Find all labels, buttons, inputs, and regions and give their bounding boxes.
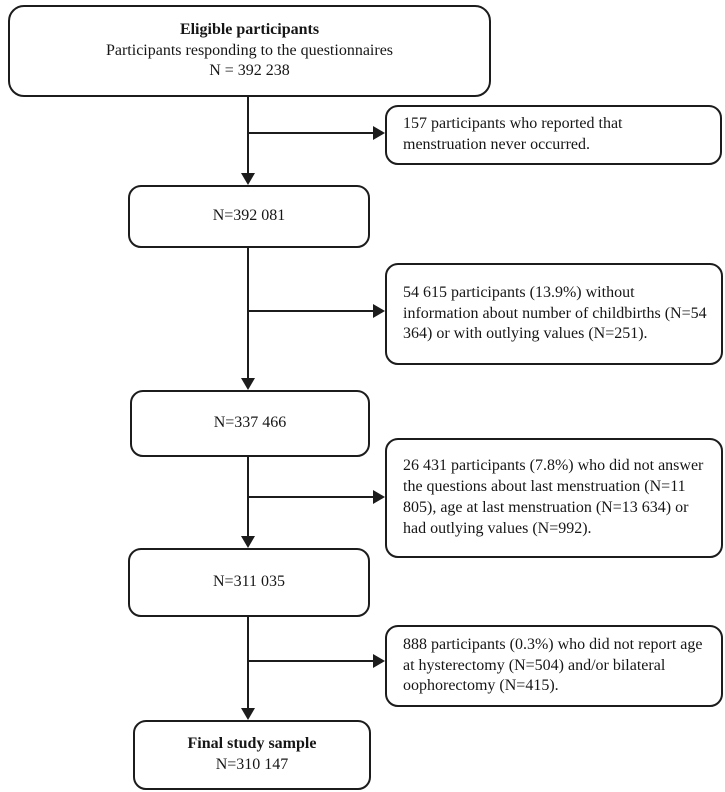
exclusion-box-2: 54 615 participants (13.9%) without info… bbox=[385, 263, 723, 365]
branch-line-exclusion-3 bbox=[248, 496, 375, 498]
eligible-participants-box: Eligible participants Participants respo… bbox=[8, 5, 491, 97]
exclusion-box-3: 26 431 participants (7.8%) who did not a… bbox=[385, 438, 723, 558]
exclusion-text-3: 26 431 participants (7.8%) who did not a… bbox=[403, 457, 704, 537]
connector-line-step3-to-final bbox=[247, 617, 249, 711]
arrow-right-icon bbox=[373, 490, 385, 504]
exclusion-box-4: 888 participants (0.3%) who did not repo… bbox=[385, 625, 723, 707]
step3-count: N=311 035 bbox=[213, 573, 285, 591]
connector-line-step1-to-step2 bbox=[247, 248, 249, 381]
exclusion-box-1: 157 participants who reported that menst… bbox=[385, 105, 722, 165]
step2-count-box: N=337 466 bbox=[130, 390, 370, 457]
eligible-participants-title: Eligible participants bbox=[179, 20, 320, 38]
final-study-sample-title: Final study sample bbox=[187, 735, 317, 753]
step1-count: N=392 081 bbox=[212, 207, 286, 225]
connector-line-step2-to-step3 bbox=[247, 457, 249, 539]
exclusion-text-4: 888 participants (0.3%) who did not repo… bbox=[403, 635, 703, 695]
arrow-right-icon bbox=[373, 126, 385, 140]
arrow-down-icon bbox=[241, 378, 255, 390]
arrow-down-icon bbox=[241, 173, 255, 185]
branch-line-exclusion-2 bbox=[248, 310, 375, 312]
final-study-sample-count: N=310 147 bbox=[215, 756, 289, 773]
eligible-participants-count: N = 392 238 bbox=[209, 62, 290, 80]
exclusion-text-1: 157 participants who reported that menst… bbox=[403, 115, 623, 153]
step2-count: N=337 466 bbox=[213, 414, 287, 432]
arrow-right-icon bbox=[373, 304, 385, 318]
arrow-down-icon bbox=[241, 536, 255, 548]
step3-count-box: N=311 035 bbox=[128, 548, 370, 617]
step1-count-box: N=392 081 bbox=[128, 185, 370, 248]
exclusion-text-2: 54 615 participants (13.9%) without info… bbox=[403, 283, 707, 343]
arrow-right-icon bbox=[373, 654, 385, 668]
arrow-down-icon bbox=[241, 708, 255, 720]
final-study-sample-box: Final study sample N=310 147 bbox=[133, 720, 371, 790]
branch-line-exclusion-1 bbox=[248, 132, 375, 134]
branch-line-exclusion-4 bbox=[248, 660, 375, 662]
connector-line-top-to-step1 bbox=[247, 97, 249, 176]
eligible-participants-subtitle: Participants responding to the questionn… bbox=[105, 41, 394, 59]
